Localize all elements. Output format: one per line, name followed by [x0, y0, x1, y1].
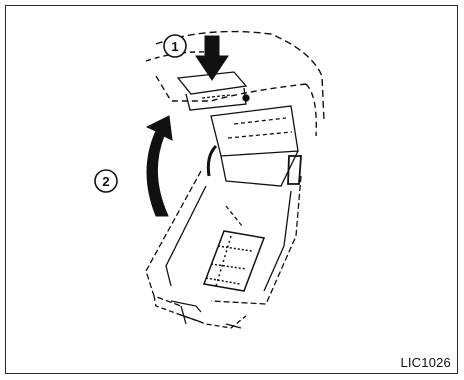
step-2-badge: 2: [95, 170, 117, 192]
step-1-number: 1: [171, 39, 178, 54]
step-1-badge: 1: [164, 35, 186, 57]
lid-side-panel: [208, 106, 301, 186]
inner-tray: [204, 231, 264, 291]
figure-frame: 1 2 LIC1026: [5, 5, 458, 374]
console-storage-box: [146, 171, 301, 328]
lift-open-arrow: [147, 116, 172, 216]
figure-code: LIC1026: [400, 355, 451, 370]
console-lid-illustration: 1 2: [6, 6, 459, 375]
base-detail: [171, 301, 241, 328]
step-2-number: 2: [102, 174, 109, 189]
